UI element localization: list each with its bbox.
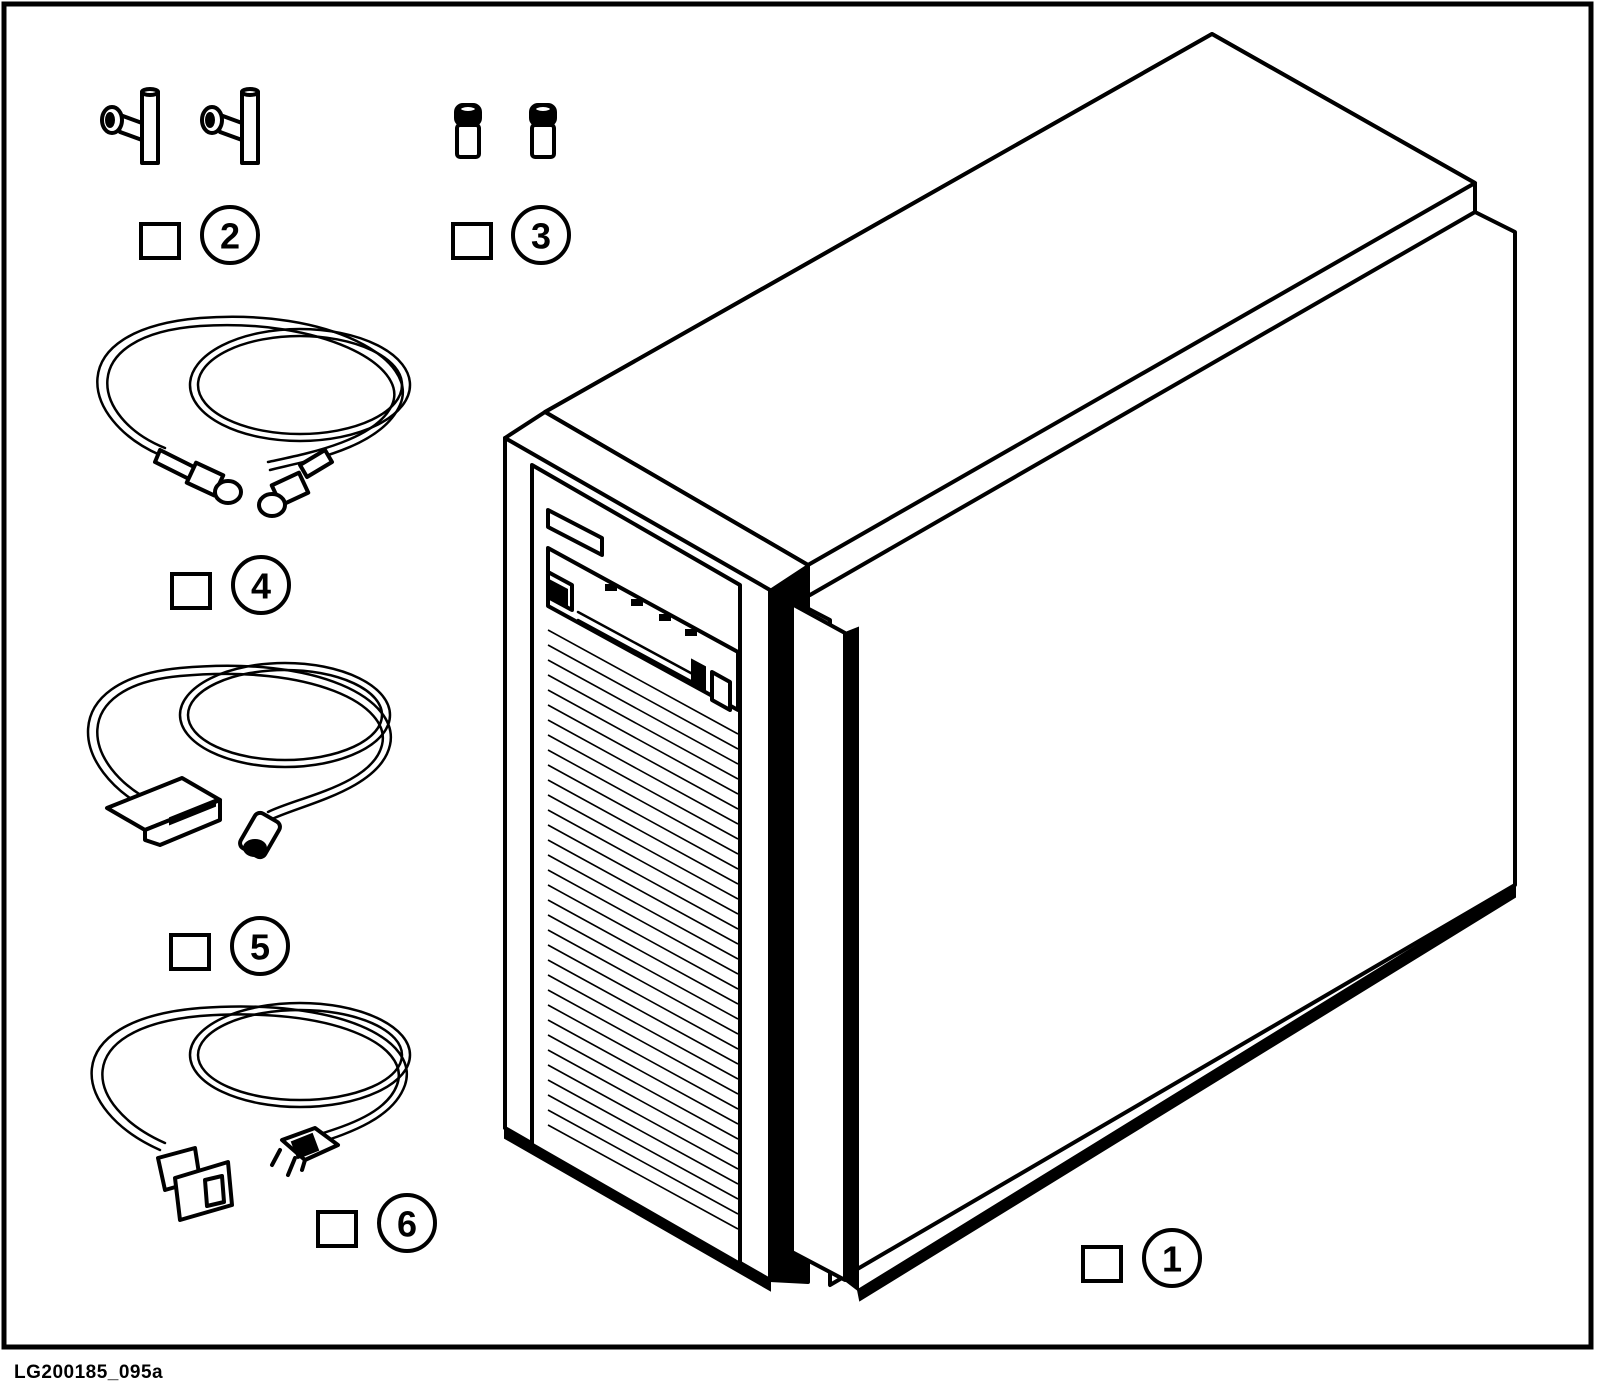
item-1-callout-circle bbox=[1142, 1228, 1202, 1288]
item-4-number: 4 bbox=[251, 566, 271, 607]
item-1-checkbox[interactable] bbox=[1081, 1245, 1123, 1283]
terminator-icon bbox=[529, 103, 557, 159]
item-1-label: 1 bbox=[1081, 1228, 1202, 1288]
aui-cable-icon bbox=[86, 661, 393, 860]
item-2-checkbox[interactable] bbox=[139, 222, 181, 260]
item-5-label: 5 bbox=[169, 916, 290, 976]
item-5-callout-circle bbox=[230, 916, 290, 976]
item-5-checkbox[interactable] bbox=[169, 933, 211, 971]
power-cord-icon bbox=[90, 1001, 412, 1222]
item-2-callout-circle bbox=[200, 205, 260, 265]
item-3-label: 3 bbox=[451, 205, 571, 265]
item-5-number: 5 bbox=[250, 927, 270, 968]
item-1-number: 1 bbox=[1162, 1239, 1182, 1280]
item-3-number: 3 bbox=[531, 216, 551, 257]
item-6-label: 6 bbox=[316, 1193, 437, 1253]
item-4-label: 4 bbox=[170, 555, 291, 615]
item-4-checkbox[interactable] bbox=[170, 572, 212, 610]
item-2-label: 2 bbox=[139, 205, 260, 265]
computer-tower-icon bbox=[503, 32, 1517, 1302]
figure-id-label: LG200185_095a bbox=[14, 1362, 164, 1383]
item-6-checkbox[interactable] bbox=[316, 1210, 358, 1248]
item-3-callout-circle bbox=[511, 205, 571, 265]
terminator-icon bbox=[454, 103, 482, 159]
item-4-callout-circle bbox=[231, 555, 291, 615]
item-3-checkbox[interactable] bbox=[451, 222, 493, 260]
figure-border bbox=[1, 1, 1594, 1350]
t-connector-icon bbox=[100, 87, 160, 165]
coax-cable-icon bbox=[96, 315, 412, 518]
vent-slats bbox=[547, 629, 739, 1230]
item-6-number: 6 bbox=[397, 1204, 417, 1245]
t-connector-icon bbox=[200, 87, 260, 165]
item-6-callout-circle bbox=[377, 1193, 437, 1253]
item-2-number: 2 bbox=[220, 216, 240, 257]
